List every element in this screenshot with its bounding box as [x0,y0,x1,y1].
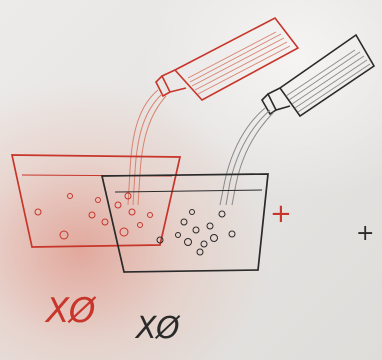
red-particles [35,193,153,239]
red-pour-stream [128,90,166,205]
black-bottle-icon [262,35,374,116]
black-particles [157,210,235,256]
red-plus-mark: + [270,199,292,229]
red-symbol-label: XØ [44,291,97,331]
red-bottle-fill [188,32,290,94]
black-beaker-icon [102,174,268,272]
black-bottle-fill [286,50,370,112]
black-plus-mark: + [356,221,374,246]
black-symbol-label: XØ [134,311,181,346]
red-bottle-icon [156,18,298,100]
